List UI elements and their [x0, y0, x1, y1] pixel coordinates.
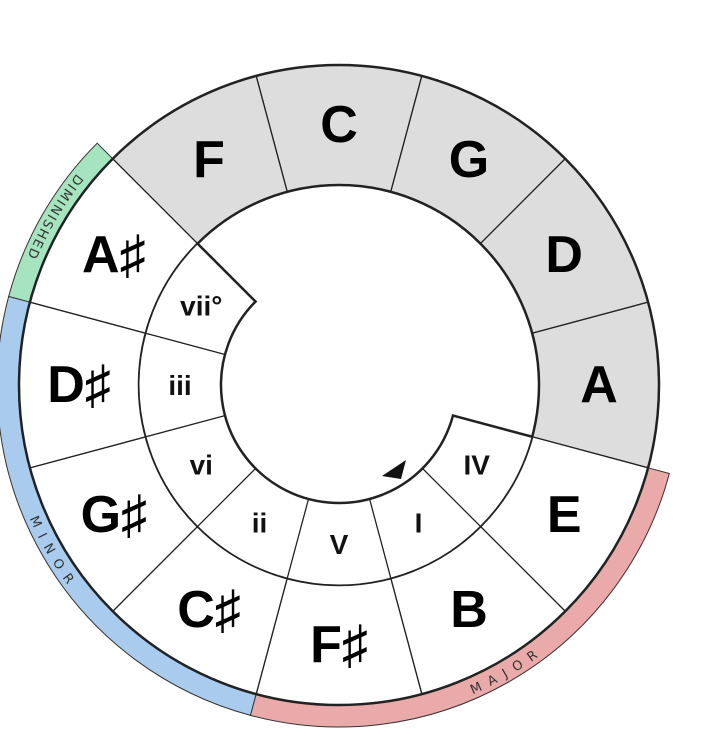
degree-label: vii° — [180, 291, 222, 322]
degree-label: ii — [252, 508, 268, 539]
note-label: D — [545, 226, 583, 284]
degree-label: iii — [168, 370, 191, 401]
note-label: F — [193, 131, 225, 189]
note-label: B — [450, 581, 488, 639]
note-label: F♯ — [310, 616, 368, 674]
degree-label: V — [330, 529, 349, 560]
note-label: G — [449, 131, 489, 189]
triangle-arrow-icon — [382, 460, 406, 479]
note-label: A — [580, 356, 618, 414]
note-label: A♯ — [82, 226, 146, 284]
degree-label: IV — [463, 450, 490, 481]
note-label: D♯ — [47, 356, 111, 414]
note-label: C — [320, 96, 358, 154]
note-ring: C GD A E B F♯ C♯ G♯ D♯ A♯ F — [17, 63, 661, 707]
note-label: E — [547, 486, 582, 544]
degree-label: I — [415, 508, 423, 539]
note-label: G♯ — [81, 486, 147, 544]
note-label: C♯ — [177, 581, 241, 639]
degree-label: vi — [190, 450, 213, 481]
